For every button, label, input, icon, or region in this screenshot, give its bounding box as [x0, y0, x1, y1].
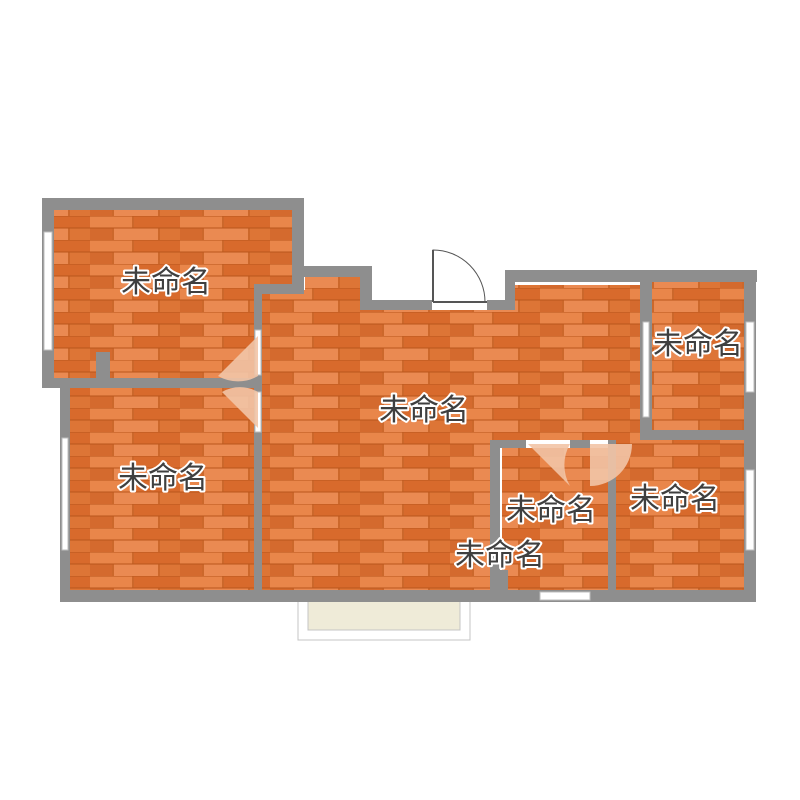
floor-left [70, 388, 254, 590]
wall [487, 300, 515, 310]
room-label-right-bottom: 未命名 [630, 482, 720, 517]
wall [360, 300, 432, 310]
wall [300, 266, 372, 277]
window [61, 437, 69, 551]
wall [96, 352, 110, 382]
window [539, 591, 591, 601]
window [43, 231, 53, 351]
window [745, 321, 755, 393]
wall [490, 440, 500, 602]
wall [490, 590, 756, 602]
wall [505, 270, 757, 282]
wall [500, 570, 508, 592]
room-label-bath: 未命名 [506, 493, 596, 528]
window [745, 469, 755, 551]
window [642, 321, 650, 418]
floor-center [262, 277, 640, 590]
door-swing [590, 444, 632, 486]
wall [254, 284, 304, 294]
wall [570, 440, 590, 448]
door-swing [222, 387, 258, 428]
wall [640, 430, 756, 440]
wall [60, 590, 500, 602]
wall [42, 378, 262, 388]
floor-right-top [652, 282, 744, 430]
wall [42, 198, 304, 210]
wall [490, 440, 526, 448]
wall [254, 290, 262, 602]
room-labels: 未命名 未命名 未命名 未命名 未命名 未命名 未命名 [116, 263, 745, 575]
room-label-passage: 未命名 [455, 538, 545, 573]
room-label-left: 未命名 [118, 461, 208, 496]
door-swing [528, 444, 570, 486]
floor-right-bottom [616, 440, 744, 590]
doors [218, 249, 632, 486]
wall [360, 266, 372, 310]
entry-door-swing [432, 249, 486, 303]
room-label-right-top: 未命名 [653, 327, 743, 362]
door-swing [218, 336, 258, 382]
wall [505, 270, 515, 310]
wall [608, 440, 616, 602]
room-label-center: 未命名 [379, 393, 469, 428]
room-label-top-left: 未命名 [121, 265, 211, 300]
